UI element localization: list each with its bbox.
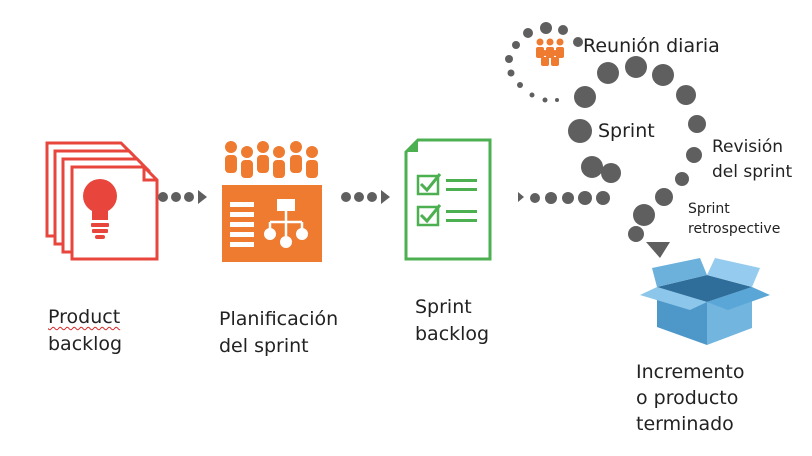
sprint-review-label: Revisión del sprint bbox=[712, 135, 792, 185]
product-backlog-icon bbox=[45, 141, 159, 261]
product-increment-box-icon bbox=[640, 258, 770, 345]
sprint-retrospective-label: Sprint retrospective bbox=[688, 199, 780, 239]
sprint-backlog-label: Sprint backlog bbox=[415, 294, 489, 348]
sprint-label: Sprint bbox=[598, 120, 655, 142]
sprint-backlog-label-line1: Sprint bbox=[415, 296, 472, 318]
sprint-retrospective-label-line1: Sprint bbox=[688, 201, 730, 217]
daily-meeting-team-icon bbox=[536, 38, 564, 66]
increment-label: Incremento o producto terminado bbox=[636, 359, 745, 437]
flow-arrow-2 bbox=[341, 190, 390, 204]
sprint-planning-icon bbox=[222, 141, 322, 262]
sprint-planning-label-line2: del sprint bbox=[219, 335, 309, 357]
sprint-review-label-line2: del sprint bbox=[712, 162, 793, 182]
sprint-planning-label: Planificación del sprint bbox=[219, 306, 338, 360]
sprint-planning-label-line1: Planificación bbox=[219, 308, 339, 330]
sprint-backlog-label-line2: backlog bbox=[415, 323, 490, 345]
sprint-cycle-dots bbox=[505, 22, 706, 258]
product-backlog-label-line2: backlog bbox=[48, 333, 123, 355]
sprint-review-label-line1: Revisión bbox=[712, 137, 784, 157]
increment-label-line1: Incremento bbox=[636, 361, 745, 383]
daily-meeting-label: Reunión diaria bbox=[583, 35, 720, 57]
team-people-icon bbox=[225, 141, 318, 178]
flow-arrow-3 bbox=[518, 192, 524, 202]
product-backlog-label-line1: Product bbox=[48, 306, 121, 328]
flow-arrow-1 bbox=[158, 190, 207, 204]
product-backlog-label: Product backlog bbox=[48, 304, 122, 358]
sprint-retrospective-label-line2: retrospective bbox=[688, 221, 781, 237]
increment-label-line3: terminado bbox=[636, 413, 734, 435]
increment-label-line2: o producto bbox=[636, 387, 739, 409]
sprint-backlog-icon bbox=[404, 138, 492, 261]
